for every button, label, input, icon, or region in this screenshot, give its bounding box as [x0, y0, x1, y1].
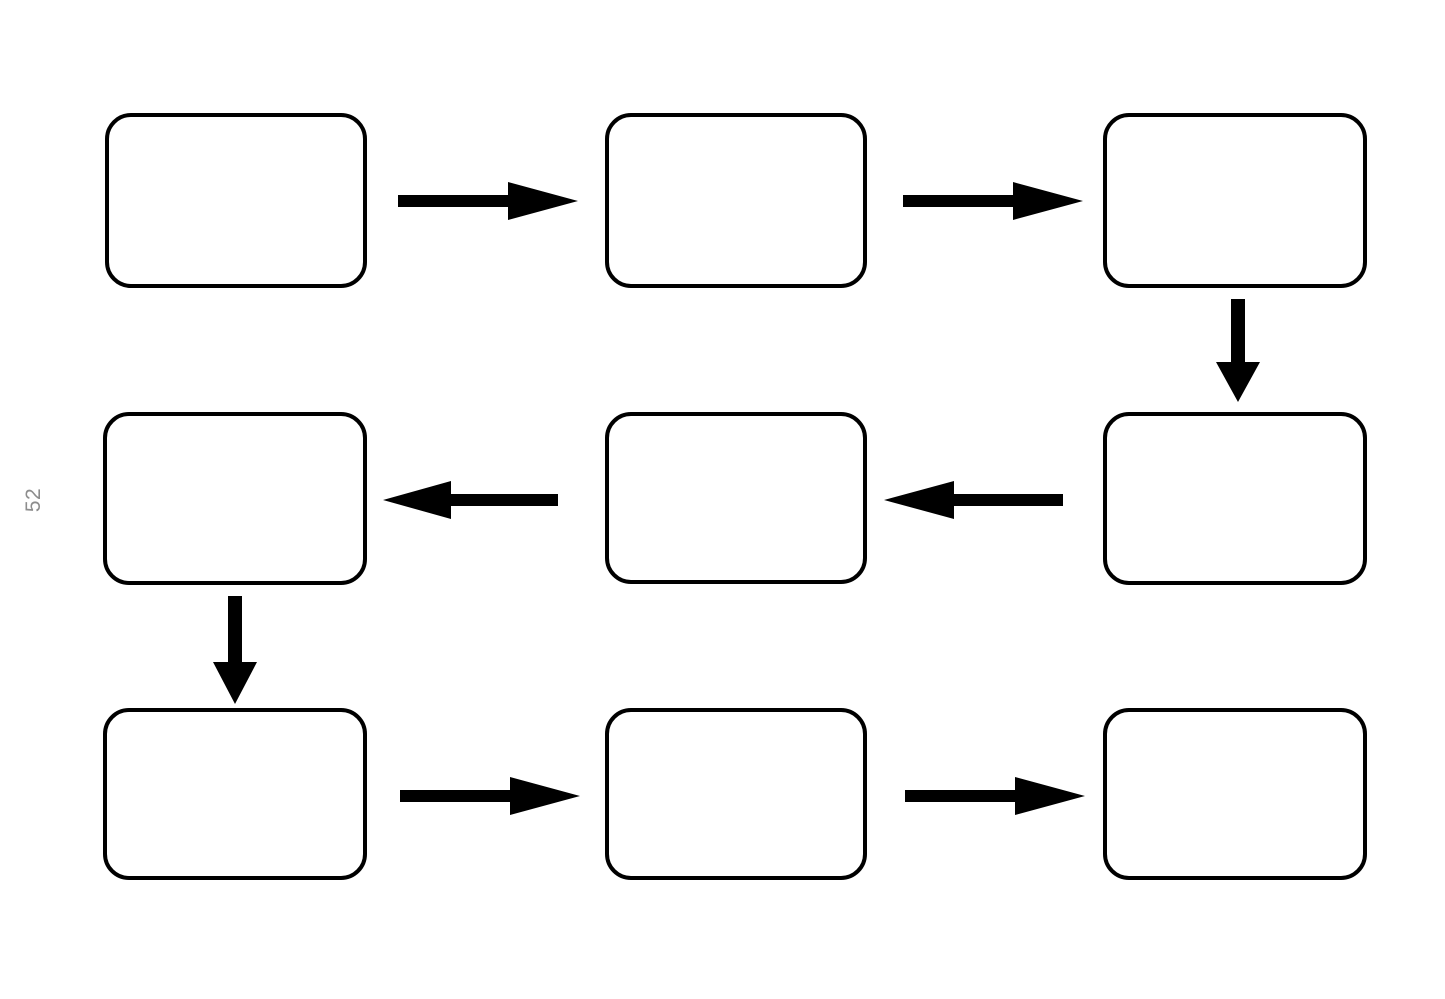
flowchart-arrow-down-3 [1216, 299, 1260, 402]
flowchart-box-label [1107, 117, 1363, 284]
flowchart-arrow-right-8 [905, 777, 1085, 815]
flowchart-arrow-left-5 [383, 481, 558, 519]
flowchart-box-label [107, 416, 363, 581]
flowchart-arrow-left-4 [884, 481, 1063, 519]
flowchart-arrow-right-7 [400, 777, 580, 815]
flowchart-box-3[interactable] [1103, 113, 1367, 288]
flowchart-box-5[interactable] [605, 412, 867, 584]
page-number: 52 [22, 487, 46, 513]
flowchart-box-label [107, 712, 363, 876]
flowchart-box-1[interactable] [105, 113, 367, 288]
flowchart-box-label [109, 117, 363, 284]
flowchart-box-6[interactable] [103, 412, 367, 585]
flowchart-arrow-down-6 [213, 596, 257, 704]
flowchart-box-9[interactable] [1103, 708, 1367, 880]
flowchart-box-label [609, 117, 863, 284]
flowchart-box-8[interactable] [605, 708, 867, 880]
flowchart-box-7[interactable] [103, 708, 367, 880]
flowchart-box-label [1107, 416, 1363, 581]
flowchart-box-label [1107, 712, 1363, 876]
flowchart-box-4[interactable] [1103, 412, 1367, 585]
flowchart-arrow-right-2 [903, 182, 1083, 220]
flowchart-box-label [609, 416, 863, 580]
flowchart-box-label [609, 712, 863, 876]
flowchart-box-2[interactable] [605, 113, 867, 288]
flowchart-arrow-right-1 [398, 182, 578, 220]
